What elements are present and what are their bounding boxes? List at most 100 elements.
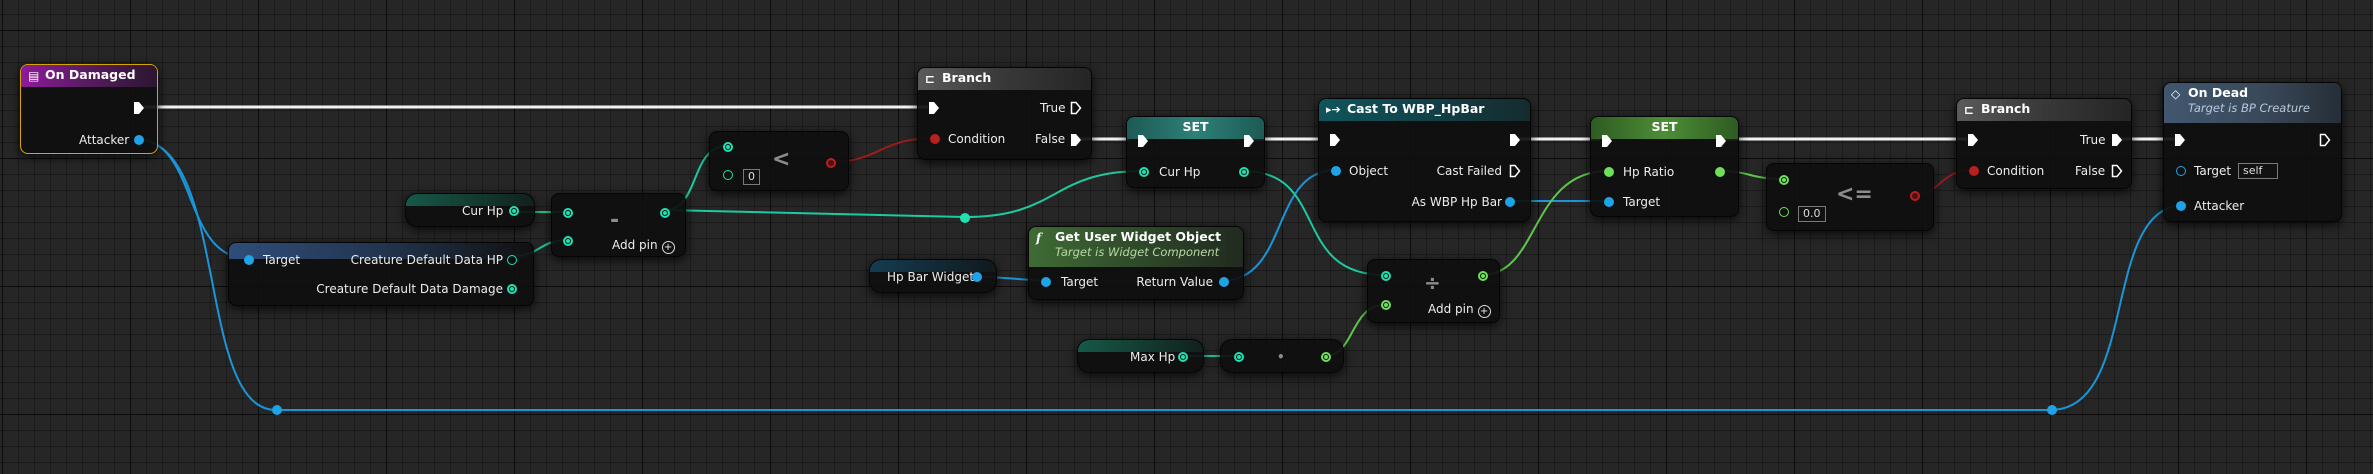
damage-output-pin[interactable]	[507, 284, 517, 294]
exec-out-pin[interactable]	[1243, 134, 1255, 148]
as-wbp-hp-bar-output-pin[interactable]	[1505, 197, 1515, 207]
target-input-pin[interactable]	[244, 255, 254, 265]
set-hp-ratio-node[interactable]: SET Hp Ratio Target	[1590, 116, 1739, 217]
hp-ratio-output-pin[interactable]	[1715, 167, 1725, 177]
set-cur-hp-node[interactable]: SET Cur Hp	[1126, 116, 1265, 188]
event-call-icon: ◇	[2171, 87, 2181, 101]
on-dead-node[interactable]: ◇ On Dead Target is BP Creature Target s…	[2163, 82, 2342, 222]
add-pin-label: Add pin	[1428, 302, 1474, 316]
false-label: False	[1035, 132, 1066, 146]
cur-hp-variable-node[interactable]: Cur Hp	[405, 193, 535, 227]
damage-label: Creature Default Data Damage	[316, 282, 503, 296]
b-default-value[interactable]: 0	[743, 169, 760, 185]
branch-node-1[interactable]: ⊏ Branch True Condition False	[917, 67, 1092, 160]
exec-out-pin[interactable]	[1509, 133, 1521, 147]
break-creature-data-node[interactable]: Target Creature Default Data HP Creature…	[228, 242, 534, 306]
object-wire	[134, 138, 251, 260]
target-input-pin[interactable]	[1041, 277, 1051, 287]
int-to-float-conversion-node[interactable]: •	[1220, 339, 1344, 373]
branch-node-2[interactable]: ⊏ Branch True Condition False	[1956, 98, 2132, 189]
a-input-pin[interactable]	[723, 142, 733, 152]
attacker-input-pin[interactable]	[2176, 201, 2186, 211]
cast-to-wbp-hpbar-node[interactable]: ▸➔ Cast To WBP_HpBar Object Cast Failed …	[1318, 98, 1531, 222]
max-hp-variable-node[interactable]: Max Hp	[1077, 339, 1204, 373]
return-value-output-pin[interactable]	[1219, 277, 1229, 287]
true-label: True	[1040, 101, 1066, 115]
conversion-dot: •	[1277, 350, 1285, 364]
a-input-pin[interactable]	[1381, 271, 1391, 281]
cur-hp-output-pin[interactable]	[509, 206, 519, 216]
subtract-operator: -	[610, 208, 620, 233]
conversion-input-pin[interactable]	[1234, 352, 1244, 362]
cur-hp-output-pin[interactable]	[1239, 167, 1249, 177]
exec-out-pin[interactable]	[133, 101, 145, 115]
a-input-pin[interactable]	[563, 208, 573, 218]
reroute-knot[interactable]	[2047, 405, 2057, 415]
on-damaged-event-node[interactable]: ▤ On Damaged Attacker	[20, 64, 158, 154]
struct-highlight	[229, 243, 533, 259]
hp-ratio-input-pin[interactable]	[1604, 167, 1614, 177]
plus-icon: +	[661, 241, 675, 254]
hp-ratio-label: Hp Ratio	[1623, 165, 1675, 179]
object-input-pin[interactable]	[1331, 166, 1341, 176]
target-input-pin[interactable]	[1604, 197, 1614, 207]
exec-in-pin[interactable]	[1329, 133, 1341, 147]
result-output-pin[interactable]	[1910, 191, 1920, 201]
attacker-output-pin[interactable]	[134, 135, 144, 145]
reroute-knot[interactable]	[960, 213, 970, 223]
target-default-value[interactable]: self	[2238, 163, 2278, 179]
b-input-pin[interactable]	[1779, 207, 1789, 217]
on-dead-header: ◇ On Dead Target is BP Creature	[2164, 83, 2341, 123]
result-output-pin[interactable]	[660, 208, 670, 218]
b-default-value[interactable]: 0.0	[1798, 206, 1826, 222]
false-exec-out-pin[interactable]	[2111, 164, 2123, 178]
a-input-pin[interactable]	[1779, 175, 1789, 185]
cast-icon: ▸➔	[1326, 103, 1341, 116]
true-exec-out-pin[interactable]	[1070, 101, 1082, 115]
exec-out-pin[interactable]	[2319, 133, 2331, 147]
exec-out-pin[interactable]	[1715, 134, 1727, 148]
true-exec-out-pin[interactable]	[2111, 133, 2123, 147]
condition-input-pin[interactable]	[930, 134, 940, 144]
result-output-pin[interactable]	[1478, 271, 1488, 281]
cast-failed-exec-out-pin[interactable]	[1509, 164, 1521, 178]
less-equal-operator: <=	[1836, 182, 1873, 207]
cast-failed-label: Cast Failed	[1436, 164, 1502, 178]
on-dead-title: On Dead	[2188, 85, 2249, 100]
reroute-knot[interactable]	[272, 405, 282, 415]
attacker-label: Attacker	[2194, 199, 2245, 213]
less-equal-node[interactable]: 0.0 <=	[1766, 163, 1934, 231]
as-wbp-hp-bar-label: As WBP Hp Bar	[1411, 195, 1502, 209]
add-pin-button[interactable]: Add pin+	[612, 238, 675, 254]
hp-bar-widget-output-pin[interactable]	[972, 272, 982, 282]
condition-input-pin[interactable]	[1969, 166, 1979, 176]
get-user-widget-object-node[interactable]: f Get User Widget Object Target is Widge…	[1028, 226, 1244, 300]
exec-in-pin[interactable]	[928, 101, 940, 115]
result-output-pin[interactable]	[826, 158, 836, 168]
var-highlight	[1078, 340, 1203, 352]
cur-hp-input-pin[interactable]	[1139, 167, 1149, 177]
b-input-pin[interactable]	[1381, 300, 1391, 310]
function-icon: f	[1036, 231, 1042, 245]
max-hp-output-pin[interactable]	[1178, 352, 1188, 362]
exec-in-pin[interactable]	[1137, 134, 1149, 148]
add-pin-button[interactable]: Add pin+	[1428, 302, 1491, 318]
less-than-node[interactable]: 0 <	[709, 131, 849, 191]
hp-output-pin[interactable]	[507, 255, 517, 265]
hp-label: Creature Default Data HP	[350, 253, 503, 267]
exec-in-pin[interactable]	[1601, 134, 1613, 148]
false-exec-out-pin[interactable]	[1070, 133, 1082, 147]
exec-in-pin[interactable]	[2174, 133, 2186, 147]
target-input-pin[interactable]	[2176, 166, 2186, 176]
conversion-output-pin[interactable]	[1321, 352, 1331, 362]
subtract-node[interactable]: - Add pin+	[551, 193, 686, 257]
return-value-label: Return Value	[1136, 275, 1213, 289]
divide-node[interactable]: ÷ Add pin+	[1367, 259, 1500, 323]
hp-bar-widget-variable-node[interactable]: Hp Bar Widget	[869, 259, 997, 293]
set-title: SET	[1182, 119, 1209, 134]
b-input-pin[interactable]	[563, 236, 573, 246]
cur-hp-label: Cur Hp	[462, 204, 504, 218]
branch-title: Branch	[1981, 101, 2031, 116]
exec-in-pin[interactable]	[1967, 133, 1979, 147]
b-input-pin[interactable]	[723, 170, 733, 180]
